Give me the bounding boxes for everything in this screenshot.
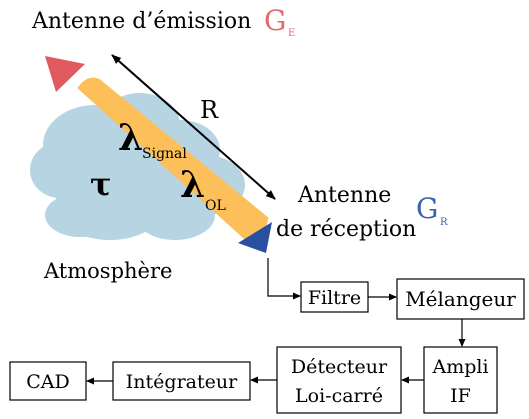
receive-antenna-label-line2: de réception	[276, 217, 416, 242]
receive-antenna-icon	[238, 222, 272, 253]
detector-label-line1: Détecteur	[291, 356, 388, 378]
lambda-signal-symbol: λ	[118, 117, 143, 159]
receive-gain-symbol: G	[416, 192, 438, 225]
lambda-ol-symbol: λ	[180, 164, 205, 206]
lambda-signal-subscript: Signal	[142, 146, 187, 162]
filter-label: Filtre	[308, 287, 361, 309]
mixer-block	[396, 278, 525, 320]
amp-label-line1: Ampli	[431, 356, 488, 378]
range-label: R	[200, 96, 219, 124]
receive-gain-subscript: R	[440, 217, 448, 228]
range-arrow	[111, 54, 276, 200]
rx-to-filter-line	[267, 258, 301, 300]
adc-block	[9, 361, 87, 401]
adc-label: CAD	[26, 371, 70, 393]
transmit-gain-subscript: E	[288, 28, 295, 39]
filter-block	[300, 281, 369, 313]
mixer-label: Mélangeur	[405, 287, 516, 311]
lambda-ol-subscript: OL	[205, 198, 226, 214]
transmit-gain-symbol: G	[264, 4, 286, 37]
tau-symbol: τ	[90, 165, 112, 203]
atmosphere-label: Atmosphère	[43, 259, 172, 283]
transmit-antenna-label: Antenne d’émission	[31, 9, 251, 34]
amp-block	[423, 346, 498, 414]
integrator-label: Intégrateur	[126, 371, 238, 393]
receive-antenna-label-line1: Antenne	[297, 183, 391, 208]
detector-block	[276, 346, 402, 414]
amp-label-line2: IF	[450, 385, 471, 407]
transmit-antenna-icon	[45, 56, 85, 92]
detector-label-line2: Loi-carré	[295, 385, 383, 407]
